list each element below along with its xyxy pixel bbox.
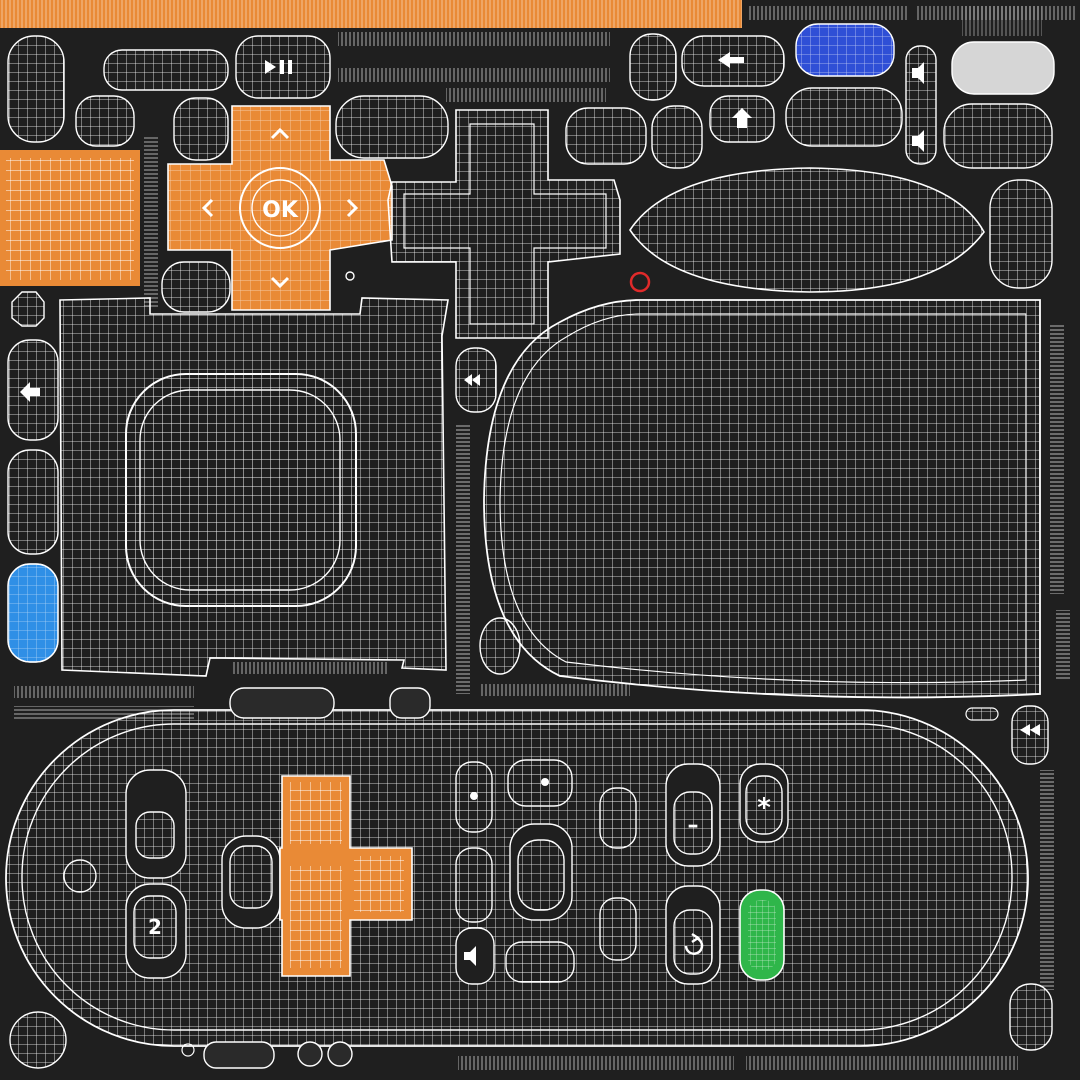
- rewind-icon: [464, 374, 480, 386]
- uv-island-button: [335, 95, 449, 159]
- uv-island-button: [785, 87, 903, 147]
- octagon-island: [11, 291, 45, 327]
- replay-icon: [684, 932, 704, 955]
- uv-island-button: [651, 105, 703, 169]
- uv-island-button: [161, 261, 231, 313]
- remote-body-island-right: [483, 299, 1041, 699]
- uv-island-button: [75, 95, 135, 147]
- uv-island-button: [507, 759, 573, 807]
- uv-island-button: [943, 103, 1053, 169]
- star-label: *: [757, 793, 771, 823]
- uv-island-button: [1009, 983, 1053, 1051]
- ok-label: OK: [262, 198, 299, 223]
- play-pause-icon: [265, 60, 292, 74]
- volume-icon-bottom: [464, 946, 476, 966]
- uv-island-button: [173, 97, 229, 161]
- volume-icon: [912, 62, 924, 152]
- dpad-arrows: [201, 127, 359, 289]
- input-icon: [20, 382, 40, 402]
- uv-island-button: [7, 449, 59, 555]
- red-ring-island: [629, 271, 651, 293]
- uv-island-button: [455, 847, 493, 923]
- ok-button-ring: [239, 167, 321, 249]
- uv-island-button: [565, 107, 647, 165]
- num-two-label: 2: [148, 915, 162, 939]
- uv-island-button: [629, 33, 677, 101]
- uv-island-button: [505, 941, 575, 983]
- back-arrow-icon: [718, 52, 744, 68]
- uv-island-button: [479, 617, 521, 675]
- home-icon: [732, 108, 752, 128]
- light-gray-button-island: [951, 41, 1055, 95]
- uv-island-button: [599, 787, 637, 849]
- uv-island-button: [989, 179, 1053, 289]
- uv-island-button: [7, 35, 65, 143]
- lens-island: [629, 167, 985, 293]
- uv-island-button: [599, 897, 637, 961]
- minus-label: –: [688, 813, 699, 838]
- uv-island-round: [9, 1011, 67, 1069]
- uv-island-button: [103, 49, 229, 91]
